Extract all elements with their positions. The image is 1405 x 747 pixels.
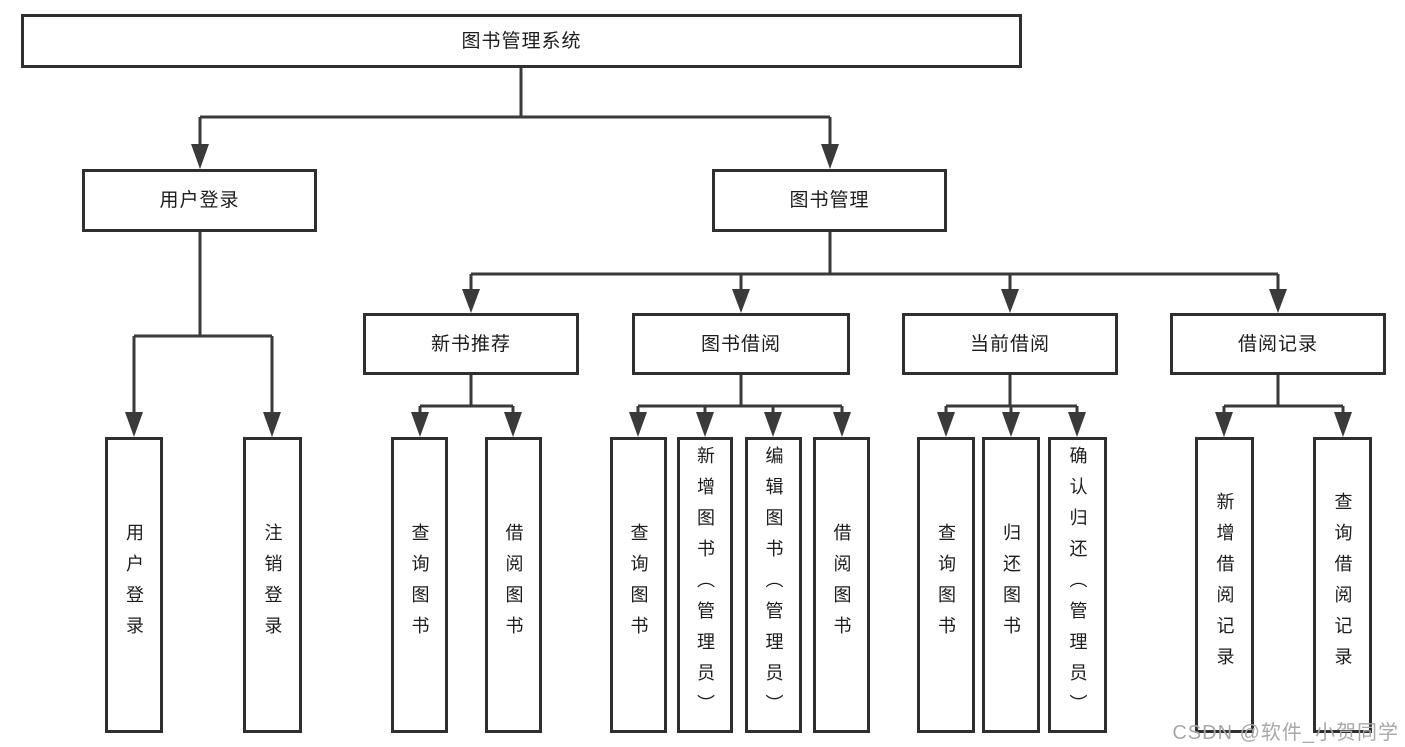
csdn-watermark: CSDN @软件_小贺同学 bbox=[1172, 722, 1399, 744]
leaf-add-borrow-record: 新增借阅记录 bbox=[1195, 437, 1254, 733]
leaf-add-books-admin: 新增图书（管理员） bbox=[677, 437, 733, 733]
leaf-add-borrow-record-label: 新增借阅记录 bbox=[1214, 492, 1235, 678]
node-root: 图书管理系统 bbox=[21, 14, 1022, 68]
node-current-borrowing: 当前借阅 bbox=[902, 313, 1118, 375]
leaf-user-login-label: 用户登录 bbox=[124, 523, 144, 647]
node-borrow-records-label: 借阅记录 bbox=[1237, 333, 1318, 355]
leaf-return-books-label: 归还图书 bbox=[1001, 523, 1021, 647]
leaf-borrow-books-2-label: 借阅图书 bbox=[831, 523, 852, 647]
leaf-query-books-3-label: 查询图书 bbox=[936, 523, 956, 647]
leaf-add-books-admin-label: 新增图书（管理员） bbox=[695, 445, 715, 725]
leaf-edit-books-admin-label: 编辑图书（管理员） bbox=[763, 445, 784, 725]
node-new-book-recommend-label: 新书推荐 bbox=[430, 333, 511, 355]
node-book-borrowing-label: 图书借阅 bbox=[700, 333, 781, 355]
node-root-label: 图书管理系统 bbox=[461, 30, 582, 52]
leaf-query-borrow-record-label: 查询借阅记录 bbox=[1332, 492, 1353, 678]
node-borrow-records: 借阅记录 bbox=[1170, 313, 1386, 375]
leaf-confirm-return-admin-label: 确认归还（管理员） bbox=[1067, 445, 1088, 725]
leaf-query-books-1-label: 查询图书 bbox=[409, 523, 430, 647]
node-book-management-label: 图书管理 bbox=[789, 190, 870, 211]
leaf-borrow-books-1: 借阅图书 bbox=[485, 437, 542, 733]
leaf-query-borrow-record: 查询借阅记录 bbox=[1313, 437, 1372, 733]
leaf-confirm-return-admin: 确认归还（管理员） bbox=[1048, 437, 1107, 733]
node-book-borrowing: 图书借阅 bbox=[632, 313, 850, 375]
leaf-query-books-1: 查询图书 bbox=[391, 437, 448, 733]
node-user-login: 用户登录 bbox=[82, 169, 317, 232]
leaf-user-login: 用户登录 bbox=[105, 437, 163, 733]
leaf-return-books: 归还图书 bbox=[982, 437, 1040, 733]
leaf-query-books-3: 查询图书 bbox=[917, 437, 975, 733]
node-new-book-recommend: 新书推荐 bbox=[363, 313, 579, 375]
leaf-borrow-books-2: 借阅图书 bbox=[813, 437, 870, 733]
leaf-logout: 注销登录 bbox=[243, 437, 302, 733]
leaf-query-books-2-label: 查询图书 bbox=[628, 523, 649, 647]
leaf-edit-books-admin: 编辑图书（管理员） bbox=[745, 437, 802, 733]
leaf-query-books-2: 查询图书 bbox=[610, 437, 667, 733]
leaf-logout-label: 注销登录 bbox=[262, 523, 283, 647]
leaf-borrow-books-1-label: 借阅图书 bbox=[503, 523, 524, 647]
node-user-login-label: 用户登录 bbox=[159, 190, 240, 211]
node-book-management: 图书管理 bbox=[712, 169, 947, 232]
node-current-borrowing-label: 当前借阅 bbox=[969, 333, 1050, 355]
